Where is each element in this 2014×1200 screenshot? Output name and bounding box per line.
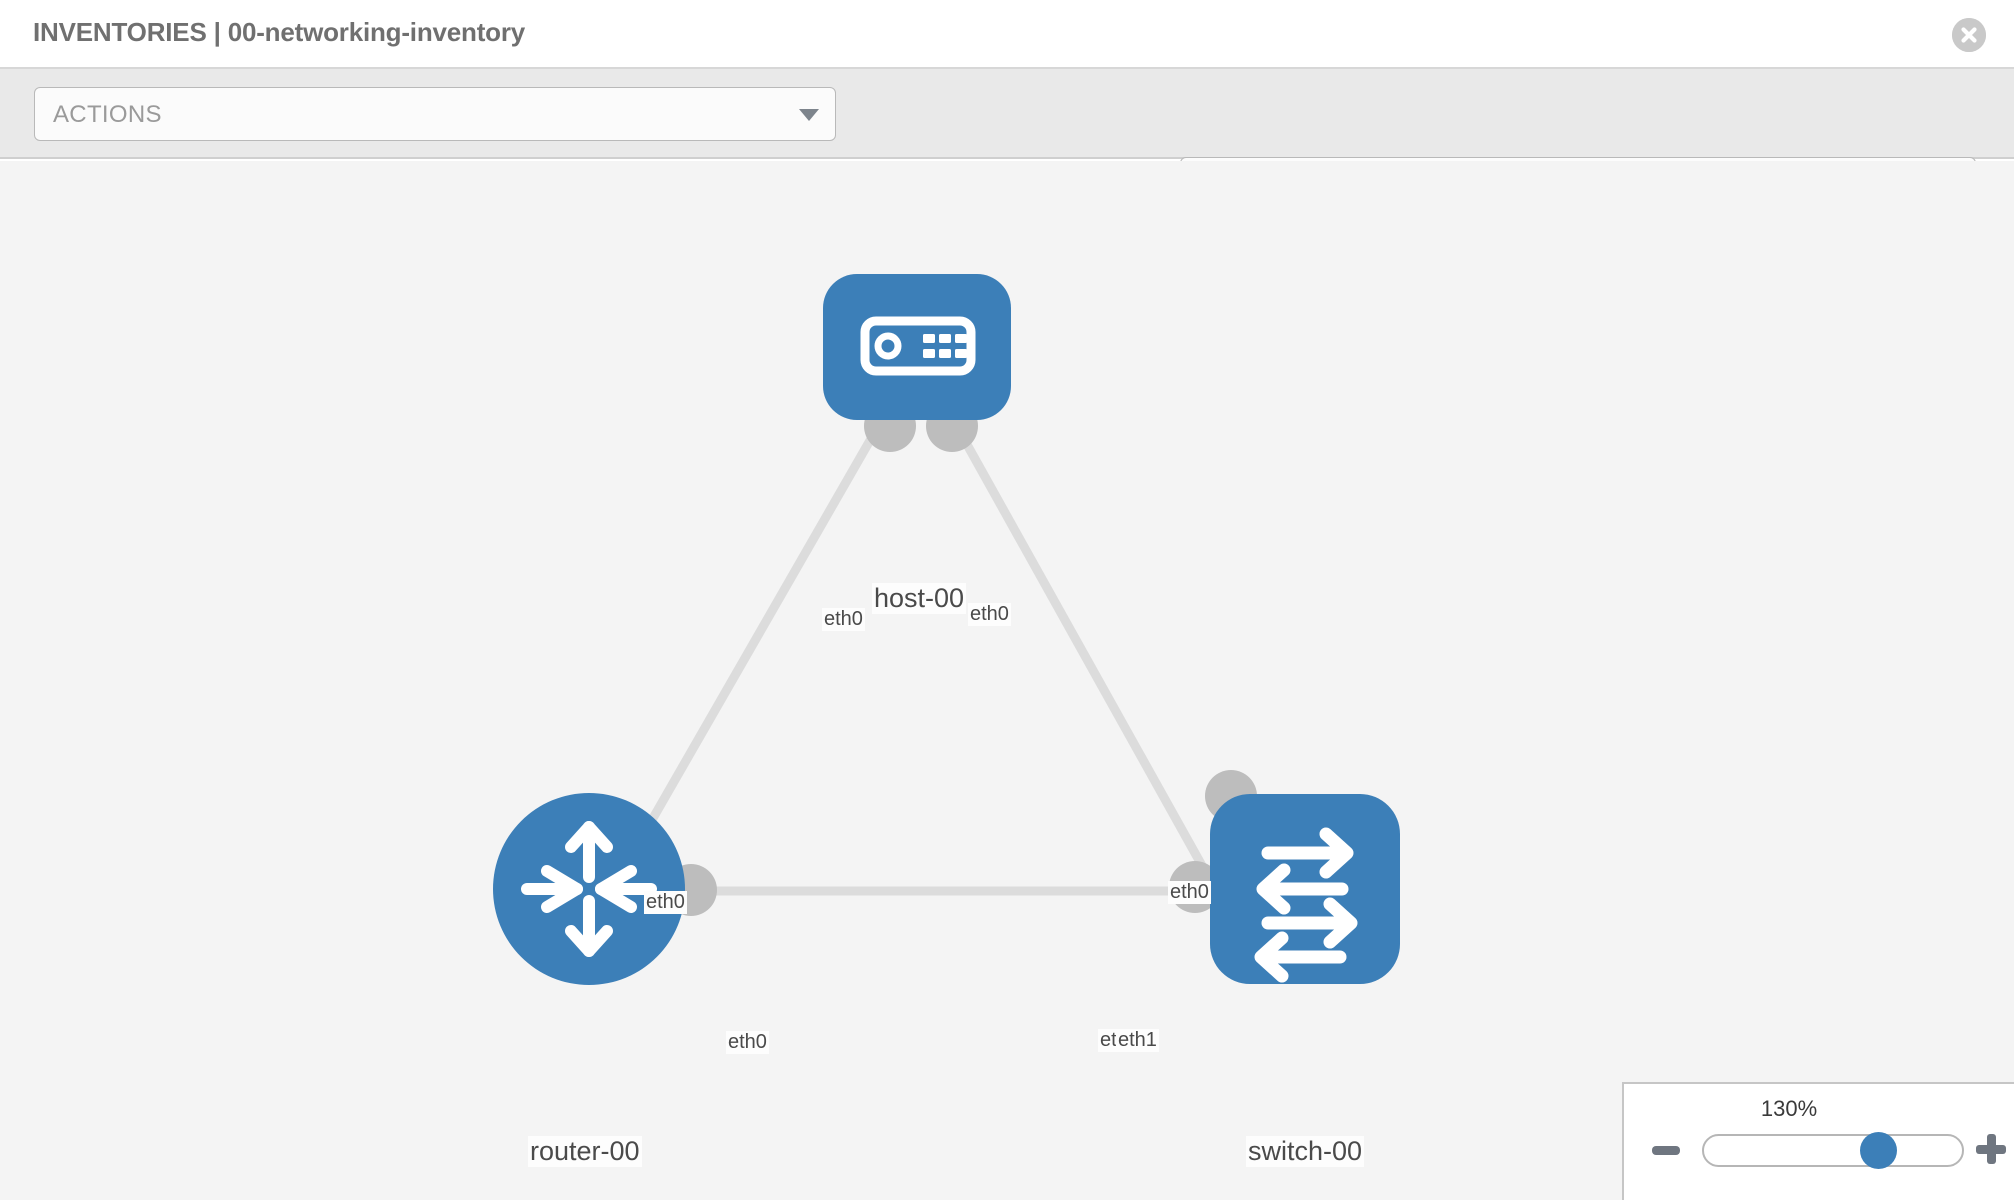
link-host00-switch00[interactable] [951, 420, 1209, 874]
page-title: INVENTORIES | 00-networking-inventory [33, 17, 526, 47]
zoom-out-button[interactable] [1652, 1146, 1680, 1155]
close-icon[interactable] [1952, 18, 1986, 52]
router-arrows-icon [521, 821, 657, 957]
node-switch-00[interactable] [1210, 794, 1400, 984]
server-icon [860, 316, 976, 376]
chevron-down-icon [799, 109, 819, 121]
node-label-switch-00: switch-00 [1246, 1136, 1365, 1167]
iface-label-switch00-uplink: eth0 [1168, 881, 1211, 904]
actions-dropdown-label: ACTIONS [53, 101, 162, 128]
iface-label-host00-right: eth0 [968, 603, 1011, 626]
iface-label-router00-uplink: eth0 [644, 891, 687, 914]
page-header: INVENTORIES | 00-networking-inventory [0, 0, 2014, 69]
zoom-slider-track[interactable] [1702, 1134, 1964, 1167]
toolbar: ACTIONS SEARCH [0, 69, 2014, 209]
zoom-slider-thumb[interactable] [1860, 1132, 1897, 1169]
node-label-host-00: host-00 [872, 583, 967, 614]
iface-label-router00-east: eth0 [726, 1031, 769, 1054]
zoom-control-panel: 130% [1622, 1082, 2014, 1200]
link-host00-router00[interactable] [606, 420, 884, 896]
zoom-in-button[interactable] [1976, 1134, 2006, 1164]
graph-connectors [665, 400, 1257, 916]
topology-graph[interactable] [0, 161, 2014, 1200]
node-router-00[interactable] [493, 793, 685, 985]
switch-arrows-icon [1254, 827, 1358, 983]
zoom-percent-label: 130% [1760, 1096, 1818, 1121]
actions-dropdown[interactable]: ACTIONS [34, 87, 836, 141]
iface-label-host00-left: eth0 [822, 608, 865, 631]
iface-label-switch00-west-eth1: eth1 [1116, 1029, 1159, 1052]
node-host-00[interactable] [823, 274, 1011, 420]
topology-canvas[interactable]: host-00 router-00 switch-00 eth0 eth0 et… [0, 161, 2014, 1200]
node-label-router-00: router-00 [528, 1136, 642, 1167]
graph-links [606, 420, 1210, 896]
